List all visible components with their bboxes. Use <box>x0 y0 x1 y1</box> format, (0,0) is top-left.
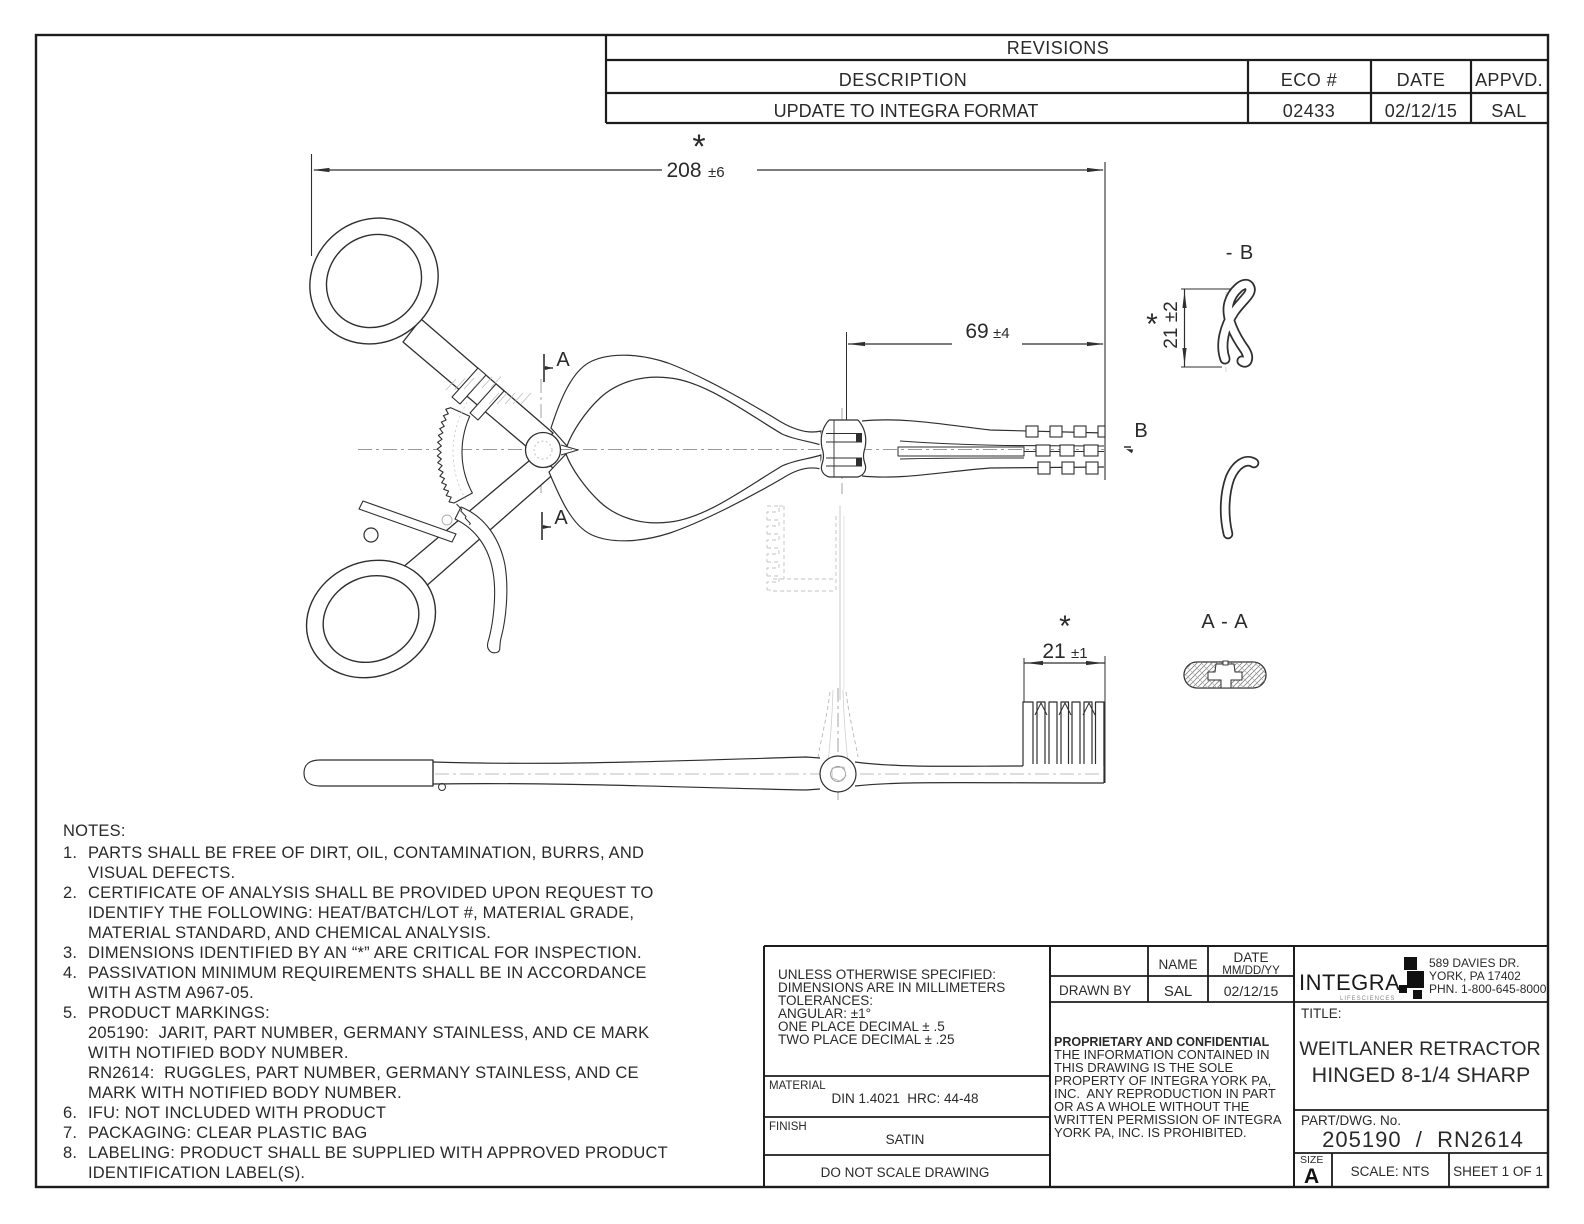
svg-text:7.: 7. <box>63 1124 77 1142</box>
svg-text:PROPERTY OF INTEGRA YORK PA,: PROPERTY OF INTEGRA YORK PA, <box>1054 1073 1271 1088</box>
svg-text:±6: ±6 <box>708 164 725 181</box>
svg-text:DIN 1.4021 HRC: 44-48: DIN 1.4021 HRC: 44-48 <box>831 1091 978 1106</box>
svg-text:02/12/15: 02/12/15 <box>1224 983 1279 999</box>
svg-text:6.: 6. <box>63 1104 77 1122</box>
svg-text:TOLERANCES:: TOLERANCES: <box>778 993 873 1008</box>
svg-text:MATERIAL STANDARD, AND CHEMICA: MATERIAL STANDARD, AND CHEMICAL ANALYSIS… <box>88 924 491 942</box>
svg-text:8.: 8. <box>63 1144 77 1162</box>
svg-text:205190 / RN2614: 205190 / RN2614 <box>1322 1127 1524 1152</box>
svg-text:02/12/15: 02/12/15 <box>1385 101 1457 121</box>
svg-text:DIMENSIONS IDENTIFIED BY AN “*: DIMENSIONS IDENTIFIED BY AN “*” ARE CRIT… <box>88 944 642 962</box>
svg-text:*: * <box>1059 610 1071 643</box>
svg-text:INTEGRA.: INTEGRA. <box>1299 970 1407 995</box>
svg-text:WEITLANER RETRACTOR: WEITLANER RETRACTOR <box>1299 1038 1540 1060</box>
svg-text:SATIN: SATIN <box>886 1132 925 1147</box>
svg-text:HINGED 8-1/4 SHARP: HINGED 8-1/4 SHARP <box>1312 1063 1531 1087</box>
svg-text:UNLESS OTHERWISE SPECIFIED:: UNLESS OTHERWISE SPECIFIED: <box>778 967 996 982</box>
svg-text:- B: - B <box>1226 242 1255 264</box>
svg-text:VISUAL DEFECTS.: VISUAL DEFECTS. <box>88 864 235 882</box>
svg-text:PACKAGING: CLEAR PLASTIC BAG: PACKAGING: CLEAR PLASTIC BAG <box>88 1124 367 1142</box>
svg-text:B: B <box>1134 420 1147 442</box>
svg-text:SHEET 1 OF 1: SHEET 1 OF 1 <box>1453 1164 1543 1179</box>
svg-text:MM/DD/YY: MM/DD/YY <box>1222 965 1280 977</box>
svg-text:YORK PA, INC. IS PROHIBITED.: YORK PA, INC. IS PROHIBITED. <box>1054 1125 1247 1140</box>
svg-text:A - A: A - A <box>1201 611 1248 633</box>
svg-text:OR AS A WHOLE WITHOUT THE: OR AS A WHOLE WITHOUT THE <box>1054 1099 1250 1114</box>
svg-text:205190: JARIT, PART NUMBER, G: 205190: JARIT, PART NUMBER, GERMANY STAI… <box>88 1024 649 1042</box>
svg-text:02433: 02433 <box>1283 101 1336 121</box>
svg-text:RN2614: RUGGLES, PART NUMBER,: RN2614: RUGGLES, PART NUMBER, GERMANY ST… <box>88 1064 639 1082</box>
svg-text:UPDATE TO INTEGRA FORMAT: UPDATE TO INTEGRA FORMAT <box>774 101 1039 121</box>
svg-text:WITH ASTM A967-05.: WITH ASTM A967-05. <box>88 984 254 1002</box>
svg-text:LABELING: PRODUCT SHALL BE SUP: LABELING: PRODUCT SHALL BE SUPPLIED WITH… <box>88 1144 668 1162</box>
svg-text:DATE: DATE <box>1233 950 1268 965</box>
svg-text:±4: ±4 <box>993 325 1010 342</box>
svg-text:589 DAVIES DR.: 589 DAVIES DR. <box>1429 956 1519 970</box>
svg-text:NAME: NAME <box>1158 957 1197 972</box>
svg-text:NOTES:: NOTES: <box>63 822 126 840</box>
svg-text:REVISIONS: REVISIONS <box>1007 38 1110 58</box>
svg-text:A: A <box>556 349 570 371</box>
svg-text:LIFESCIENCES: LIFESCIENCES <box>1340 996 1395 1002</box>
svg-text:DO NOT SCALE DRAWING: DO NOT SCALE DRAWING <box>821 1165 990 1180</box>
svg-text:SAL: SAL <box>1164 983 1192 1000</box>
svg-text:THIS DRAWING IS THE SOLE: THIS DRAWING IS THE SOLE <box>1054 1060 1233 1075</box>
svg-text:PROPRIETARY AND CONFIDENTIAL: PROPRIETARY AND CONFIDENTIAL <box>1054 1035 1270 1049</box>
svg-text:208: 208 <box>666 159 701 182</box>
svg-text:APPVD.: APPVD. <box>1475 70 1543 90</box>
svg-text:INC. ANY REPRODUCTION IN PART: INC. ANY REPRODUCTION IN PART <box>1054 1086 1276 1101</box>
svg-text:*: * <box>1146 308 1158 341</box>
svg-text:YORK, PA 17402: YORK, PA 17402 <box>1429 969 1521 983</box>
svg-text:PHN. 1-800-645-8000: PHN. 1-800-645-8000 <box>1429 982 1547 996</box>
svg-text:IDENTIFICATION LABEL(S).: IDENTIFICATION LABEL(S). <box>88 1164 305 1182</box>
svg-text:WRITTEN PERMISSION OF INTEGRA: WRITTEN PERMISSION OF INTEGRA <box>1054 1112 1282 1127</box>
svg-text:FINISH: FINISH <box>769 1121 807 1133</box>
svg-text:TITLE:: TITLE: <box>1301 1006 1342 1021</box>
svg-text:4.: 4. <box>63 964 77 982</box>
svg-text:SAL: SAL <box>1491 101 1527 121</box>
svg-text:A: A <box>554 507 568 529</box>
svg-text:PART/DWG. No.: PART/DWG. No. <box>1301 1113 1401 1128</box>
svg-text:MARK WITH NOTIFIED BODY NUMBER: MARK WITH NOTIFIED BODY NUMBER. <box>88 1084 402 1102</box>
svg-text:DATE: DATE <box>1397 70 1446 90</box>
svg-text:PASSIVATION MINIMUM REQUIREMEN: PASSIVATION MINIMUM REQUIREMENTS SHALL B… <box>88 964 647 982</box>
svg-text:WITH NOTIFIED BODY NUMBER.: WITH NOTIFIED BODY NUMBER. <box>88 1044 349 1062</box>
svg-text:21 ±2: 21 ±2 <box>1161 301 1182 348</box>
svg-text:IDENTIFY THE FOLLOWING: HEAT/B: IDENTIFY THE FOLLOWING: HEAT/BATCH/LOT #… <box>88 904 634 922</box>
svg-text:MATERIAL: MATERIAL <box>769 1080 826 1092</box>
svg-text:SCALE: NTS: SCALE: NTS <box>1351 1164 1430 1179</box>
svg-text:DRAWN BY: DRAWN BY <box>1059 983 1131 998</box>
svg-text:2.: 2. <box>63 884 77 902</box>
svg-text:1.: 1. <box>63 844 77 862</box>
svg-text:THE INFORMATION CONTAINED IN: THE INFORMATION CONTAINED IN <box>1054 1047 1269 1062</box>
svg-text:IFU: NOT INCLUDED WITH PRODUCT: IFU: NOT INCLUDED WITH PRODUCT <box>88 1104 386 1122</box>
svg-text:*: * <box>692 128 705 166</box>
svg-text:TWO PLACE DECIMAL ± .25: TWO PLACE DECIMAL ± .25 <box>778 1032 954 1047</box>
svg-text:DIMENSIONS ARE IN MILLIMETERS: DIMENSIONS ARE IN MILLIMETERS <box>778 980 1005 995</box>
svg-text:ECO #: ECO # <box>1281 70 1338 90</box>
svg-text:21: 21 <box>1042 640 1065 663</box>
svg-text:5.: 5. <box>63 1004 77 1022</box>
svg-text:ANGULAR: ±1°: ANGULAR: ±1° <box>778 1006 871 1021</box>
svg-text:DESCRIPTION: DESCRIPTION <box>839 70 968 90</box>
svg-text:A: A <box>1304 1165 1319 1188</box>
svg-text:PRODUCT MARKINGS:: PRODUCT MARKINGS: <box>88 1004 270 1022</box>
svg-text:SIZE: SIZE <box>1300 1154 1323 1166</box>
svg-text:PARTS SHALL BE FREE OF DIRT, O: PARTS SHALL BE FREE OF DIRT, OIL, CONTAM… <box>88 844 644 862</box>
svg-text:±1: ±1 <box>1071 645 1088 662</box>
svg-text:69: 69 <box>965 320 988 343</box>
svg-text:3.: 3. <box>63 944 77 962</box>
svg-text:ONE PLACE DECIMAL ± .5: ONE PLACE DECIMAL ± .5 <box>778 1019 945 1034</box>
svg-text:CERTIFICATE OF ANALYSIS SHALL: CERTIFICATE OF ANALYSIS SHALL BE PROVIDE… <box>88 884 654 902</box>
